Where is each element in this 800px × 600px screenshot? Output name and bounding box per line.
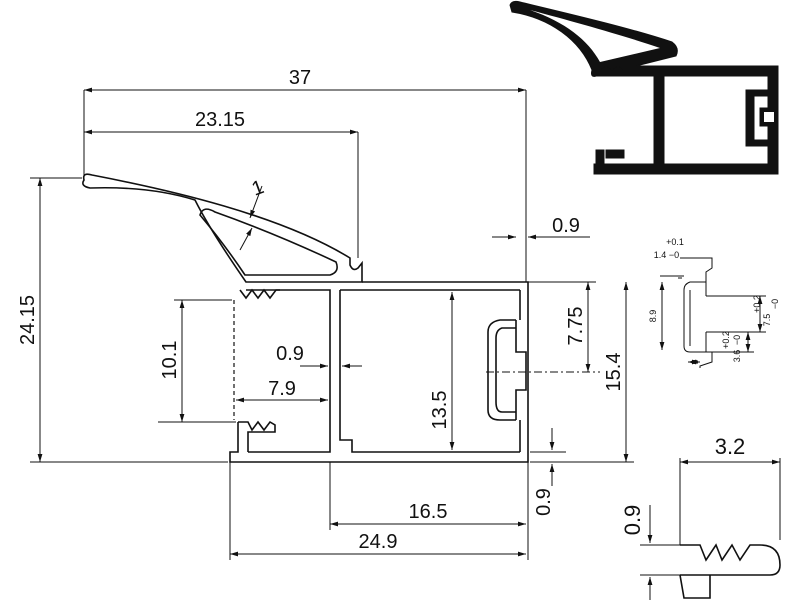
detail-height: 8.9 [648,310,658,323]
detail-inner-tol-minus: −0 [770,299,780,309]
dim-bottom-outer: 24.9 [359,531,398,553]
dim-clip-offset: 7.75 [565,307,587,346]
dim-wall-right: 0.9 [552,215,580,237]
dim-lip-width: 23.15 [195,109,245,131]
dim-slot-height: 10.1 [159,341,181,380]
dim-inner-wall: 0.9 [276,343,304,365]
dim-slot-width: 7.9 [268,378,296,400]
dim-bottom-thickness: 0.9 [533,488,555,516]
teeth-detail [640,458,781,600]
detail-lip-tol-minus: −0 [732,335,742,345]
slot-detail [659,257,766,368]
dimension-lines [30,87,634,560]
dim-overall-width: 37 [289,67,311,89]
teeth-thickness: 0.9 [620,505,645,536]
detail-opening-tol-minus: −0 [669,250,679,260]
detail-lip-tol-plus: +0.2 [721,331,731,349]
dim-chamber-height: 13.5 [429,391,451,430]
detail-opening-tol-plus: +0.1 [666,237,684,247]
detail-lip: 3.6 [732,350,742,363]
detail-inner: 7.5 [762,314,772,327]
teeth-width: 3.2 [715,434,746,459]
detail-gap: 3 [690,359,700,364]
dim-right-height: 15.4 [603,353,625,392]
detail-opening: 1.4 [654,250,667,260]
main-profile-outline [82,173,529,463]
dim-rib-angle: 1 [249,176,267,200]
solid-section-view [509,0,779,175]
dim-bottom-inner: 16.5 [409,501,448,523]
dim-overall-height: 24.15 [17,295,39,345]
detail-inner-tol-plus: +0.2 [752,295,762,313]
